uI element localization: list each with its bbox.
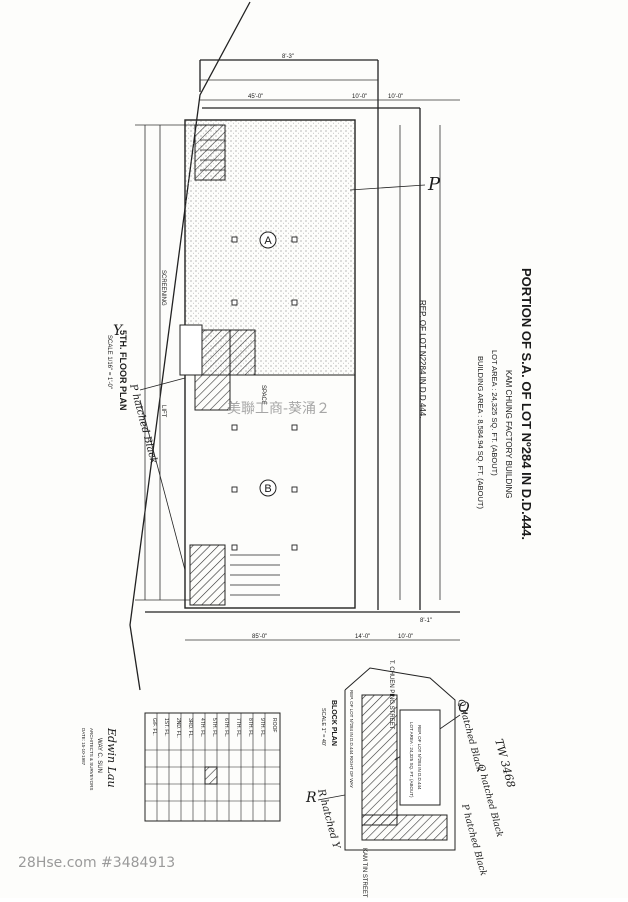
- floor-plan-scale: SCALE 1/16" = 1'-0": [106, 335, 112, 389]
- block-plan-title: BLOCK PLAN: [330, 700, 337, 746]
- architect-stamp: Edwin Lau WAY C. SUN ARCHITECTS & SURVEY…: [81, 727, 118, 790]
- annot-p2: P hatched Black: [459, 802, 488, 877]
- lot-area: LOT AREA : 24,325 SQ. FT. (ABOUT): [490, 350, 499, 476]
- floor-5: 5TH. FL.: [211, 718, 217, 737]
- area-b-label: B: [264, 483, 271, 495]
- floor-6: 4TH. FL.: [199, 718, 205, 737]
- floor-4: 6TH. FL.: [223, 718, 229, 737]
- floor-1: 9TH. FL.: [259, 718, 265, 737]
- floor-0: ROOF: [271, 718, 277, 732]
- dim-top-2: 10'-0": [352, 94, 367, 100]
- architect-date: DATE: 15-10-1987: [81, 728, 86, 766]
- footer-stamp: 28Hse.com #3484913: [18, 855, 176, 871]
- dim-top-3: 10'-0": [388, 94, 403, 100]
- right-of-way-note: REP. OF LOT Nº284 IN D.D.444 RIGHT OF WA…: [349, 690, 354, 788]
- annot-ref: TW 3468: [492, 737, 518, 789]
- marker-y: Y: [113, 323, 124, 339]
- annot-q2: Q hatched Black: [475, 763, 504, 838]
- floor-10: G/F. FL.: [151, 718, 157, 736]
- architect-name: WAY C. SUN: [96, 738, 102, 773]
- dim-bottom-3: 8'-1": [420, 618, 432, 624]
- block-plan-scale: SCALE 1" = 40': [320, 708, 326, 746]
- dim-bottom-2: 10'-0": [398, 634, 413, 640]
- rep-lot-label: REP. OF LOT N2284 IN D.D.444.: [418, 300, 427, 418]
- site-boundary: [129, 1, 460, 691]
- architect-title: ARCHITECTS & SURVEYORS: [89, 728, 94, 790]
- watermark: 美聯工商-葵涌２: [227, 401, 330, 417]
- floor-plan-title: 5TH. FLOOR PLAN: [118, 330, 128, 411]
- floor-2: 8TH. FL.: [247, 718, 253, 737]
- drawing-title: PORTION OF S.A. OF LOT Nº284 IN D.D.444.: [519, 268, 534, 540]
- building-area: BUILDING AREA : 8,584.94 SQ. FT. (ABOUT): [476, 356, 485, 509]
- floor-3: 7TH. FL.: [235, 718, 241, 737]
- street-bottom: KAM TIN STREET: [361, 848, 367, 898]
- dimension-texts: 8'-3" 45'-0" 10'-0" 10'-0" 85'-0" 14'-0"…: [248, 54, 432, 640]
- dim-top-1: 45'-0": [248, 94, 263, 100]
- block-plan: REP. OF LOT Nº284 IN D.D.444 LOT AREA : …: [344, 667, 456, 851]
- dim-bottom-0: 85'-0": [252, 634, 267, 640]
- building-name: KAM CHUNG FACTORY BUILDING: [504, 370, 513, 498]
- screening-label: SCREENING: [160, 270, 166, 306]
- floor-8: 2ND. FL.: [175, 718, 181, 738]
- block-note-2: LOT AREA : 24,325 SQ. FT. (ABOUT): [409, 722, 414, 798]
- space-label: SPACE: [260, 385, 266, 405]
- area-a-label: A: [264, 235, 272, 247]
- dim-bottom-1: 14'-0": [355, 634, 370, 640]
- building-footprint: [179, 119, 356, 609]
- dimension-lines: [135, 79, 460, 641]
- marker-q: Q: [458, 700, 470, 716]
- floor-9: 1ST. FL.: [163, 718, 169, 737]
- floor-schedule-table: ROOF 9TH. FL. 8TH. FL. 7TH. FL. 6TH. FL.…: [144, 712, 281, 822]
- annot-q-hatched: Q hatched Black: [455, 698, 484, 773]
- signature: Edwin Lau: [105, 727, 118, 788]
- block-note-1: REP. OF LOT Nº284 IN D.D.444: [417, 725, 422, 790]
- dim-top-0: 8'-3": [282, 54, 294, 60]
- marker-p: P: [427, 174, 441, 195]
- marker-r: R: [305, 790, 317, 806]
- lift-label: LIFT: [160, 405, 166, 418]
- floor-7: 3RD. FL.: [187, 718, 193, 738]
